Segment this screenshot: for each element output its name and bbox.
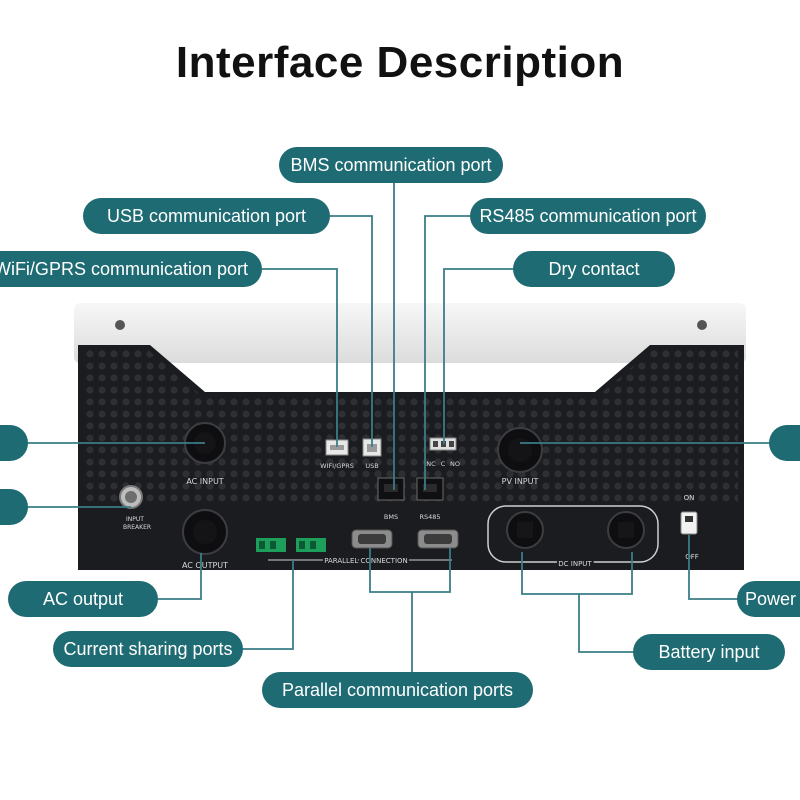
callout-rs485-port: RS485 communication port (470, 198, 706, 234)
leader-dry-contact (443, 268, 514, 444)
leader-power (688, 535, 738, 600)
callout-power: Power (737, 581, 800, 617)
usb-panel-label: USB (365, 462, 378, 470)
bms-panel-label: BMS (384, 513, 398, 521)
leader-current-sharing (240, 560, 294, 650)
input-breaker-label-1: INPUT (126, 516, 144, 523)
callout-battery-input: Battery input (633, 634, 785, 670)
vent-grille (84, 350, 738, 505)
power-switch (680, 511, 698, 535)
leader-parallel-left (369, 548, 451, 593)
leader-wifi (262, 268, 338, 447)
c-panel-label: C (441, 460, 446, 468)
screw-left (115, 320, 125, 330)
leader-dc-bracket (521, 552, 633, 595)
pv-input-panel-label: PV INPUT (502, 477, 539, 486)
ac-input-panel-label: AC INPUT (186, 477, 223, 486)
callout-dry-contact: Dry contact (513, 251, 675, 287)
callout-wifi-gprs-port: WiFi/GPRS communication port (0, 251, 262, 287)
wifi-gprs-panel-label: WIFI/GPRS (320, 462, 354, 470)
parallel-connection-panel-label: PARALLEL CONNECTION (324, 557, 408, 565)
leader-lines (20, 182, 770, 674)
ac-output-panel-label: AC OUTPUT (182, 561, 228, 570)
screw-right (697, 320, 707, 330)
leader-battery-input (578, 594, 634, 653)
dc-input-frame (487, 505, 659, 563)
callout-pv-input-stub (769, 425, 800, 461)
leader-ac-output (158, 553, 202, 600)
callout-parallel-communication-ports: Parallel communication ports (262, 672, 533, 708)
leader-usb (330, 215, 373, 447)
leader-rs485 (424, 215, 470, 490)
on-panel-label: ON (684, 494, 695, 502)
no-panel-label: NO (450, 460, 460, 468)
callout-input-breaker-stub (0, 489, 28, 525)
callout-ac-output: AC output (8, 581, 158, 617)
callout-bms-port: BMS communication port (279, 147, 503, 183)
input-breaker-label-2: BREAKER (123, 524, 151, 531)
callout-usb-port: USB communication port (83, 198, 330, 234)
device-top-shell (74, 303, 746, 363)
page-title: Interface Description (175, 38, 625, 87)
dc-input-panel-label: DC INPUT (558, 560, 592, 568)
callout-ac-input-stub (0, 425, 28, 461)
off-panel-label: OFF (685, 553, 699, 561)
callout-current-sharing-ports: Current sharing ports (53, 631, 243, 667)
rs485-panel-label: RS485 (419, 513, 440, 521)
nc-panel-label: NC (426, 460, 436, 468)
